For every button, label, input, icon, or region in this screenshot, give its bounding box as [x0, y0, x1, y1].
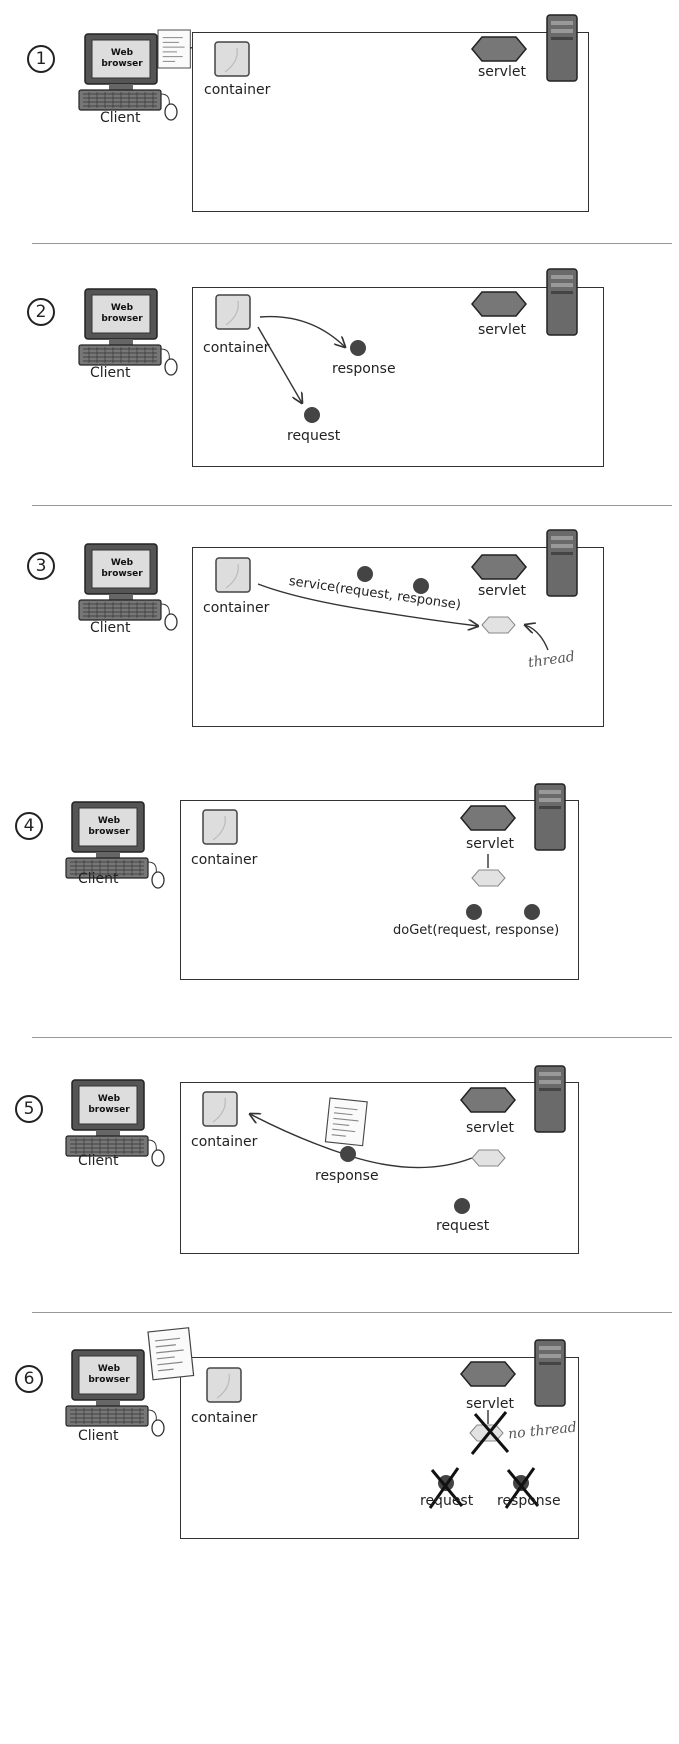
- thread-cross-out: [470, 1411, 510, 1455]
- container-label: container: [204, 82, 271, 98]
- response-object: [524, 904, 540, 920]
- request-label: request: [420, 1493, 474, 1509]
- request-label: request: [287, 428, 341, 444]
- step-6: 6 Web browser Client container servlet n…: [0, 1320, 679, 1744]
- server-tower-icon: [546, 14, 578, 82]
- browser-label: Web browser: [88, 816, 130, 837]
- browser-label: Web browser: [101, 558, 143, 579]
- client-computer: Web browser: [75, 287, 185, 387]
- doget-call-label: doGet(request, response): [393, 923, 560, 938]
- server-tower-icon: [546, 529, 578, 597]
- response-doc-icon: [147, 1327, 195, 1381]
- servlet-icon: [460, 1361, 516, 1387]
- browser-label: Web browser: [101, 48, 143, 69]
- divider: [32, 505, 672, 506]
- response-cross-out: [504, 1467, 540, 1509]
- server-box: [180, 1082, 579, 1254]
- server-tower-icon: [534, 1339, 566, 1407]
- request-arrow: [257, 326, 302, 403]
- step-3: 3 Web browser Client container servlet s…: [0, 510, 679, 750]
- container-label: container: [191, 1410, 258, 1426]
- container-icon: [206, 1367, 242, 1403]
- request-cross-out: [428, 1467, 464, 1509]
- divider: [32, 1312, 672, 1313]
- servlet-label: servlet: [466, 1120, 514, 1136]
- client-label: Client: [78, 1428, 119, 1444]
- server-box: [180, 800, 579, 980]
- thread-icon: [471, 869, 506, 887]
- client-label: Client: [78, 1153, 119, 1169]
- step-number: 3: [27, 552, 55, 580]
- request-object: [304, 407, 320, 423]
- step-number: 4: [15, 812, 43, 840]
- step-number: 5: [15, 1095, 43, 1123]
- request-label: request: [436, 1218, 490, 1234]
- request-object: [466, 904, 482, 920]
- response-doc-icon: [324, 1097, 368, 1147]
- response-label: response: [315, 1168, 379, 1184]
- server-tower-icon: [546, 268, 578, 336]
- client-label: Client: [78, 871, 119, 887]
- server-tower-icon: [534, 1065, 566, 1133]
- request-object: [454, 1198, 470, 1214]
- client-computer: Web browser: [62, 1348, 172, 1448]
- step-4: 4 Web browser Client container servlet d…: [0, 768, 679, 1008]
- servlet-icon: [471, 291, 527, 317]
- step-1: 1 Web browser Client container servlet: [0, 0, 679, 235]
- browser-label: Web browser: [101, 303, 143, 324]
- servlet-label: servlet: [466, 1396, 514, 1412]
- server-tower-icon: [534, 783, 566, 851]
- step-5: 5 Web browser Client container servlet r…: [0, 1050, 679, 1285]
- container-icon: [202, 1091, 238, 1127]
- thread-pointer-arrow: [525, 625, 549, 651]
- client-computer: Web browser: [62, 800, 172, 900]
- divider: [32, 1037, 672, 1038]
- browser-label: Web browser: [88, 1094, 130, 1115]
- client-label: Client: [90, 620, 131, 636]
- server-box: [192, 547, 604, 727]
- servlet-label: servlet: [466, 836, 514, 852]
- step-number: 6: [15, 1365, 43, 1393]
- response-label: response: [497, 1493, 561, 1509]
- client-computer: Web browser: [75, 542, 185, 642]
- servlet-label: servlet: [478, 322, 526, 338]
- server-box: [180, 1357, 579, 1539]
- client-label: Client: [90, 365, 131, 381]
- container-label: container: [191, 852, 258, 868]
- response-arrow: [259, 315, 345, 347]
- servlet-label: servlet: [478, 583, 526, 599]
- divider: [32, 243, 672, 244]
- client-label: Client: [100, 110, 141, 126]
- container-icon: [215, 294, 251, 330]
- step-number: 2: [27, 298, 55, 326]
- thread-icon: [481, 616, 516, 634]
- step-number: 1: [27, 45, 55, 73]
- browser-label: Web browser: [88, 1364, 130, 1385]
- container-icon: [215, 557, 251, 593]
- container-label: container: [191, 1134, 258, 1150]
- servlet-icon: [460, 805, 516, 831]
- container-icon: [214, 41, 250, 77]
- thread-icon: [471, 1149, 506, 1167]
- container-icon: [202, 809, 238, 845]
- step-2: 2 Web browser Client container servlet r…: [0, 255, 679, 490]
- response-object: [350, 340, 366, 356]
- request-object: [357, 566, 373, 582]
- service-arrow: [257, 583, 478, 626]
- container-label: container: [203, 600, 270, 616]
- response-object: [413, 578, 429, 594]
- server-box: [192, 32, 589, 212]
- response-label: response: [332, 361, 396, 377]
- servlet-icon: [460, 1087, 516, 1113]
- client-computer: Web browser: [75, 32, 185, 132]
- servlet-icon: [471, 554, 527, 580]
- servlet-label: servlet: [478, 64, 526, 80]
- servlet-icon: [471, 36, 527, 62]
- client-computer: Web browser: [62, 1078, 172, 1178]
- response-object: [340, 1146, 356, 1162]
- container-label: container: [203, 340, 270, 356]
